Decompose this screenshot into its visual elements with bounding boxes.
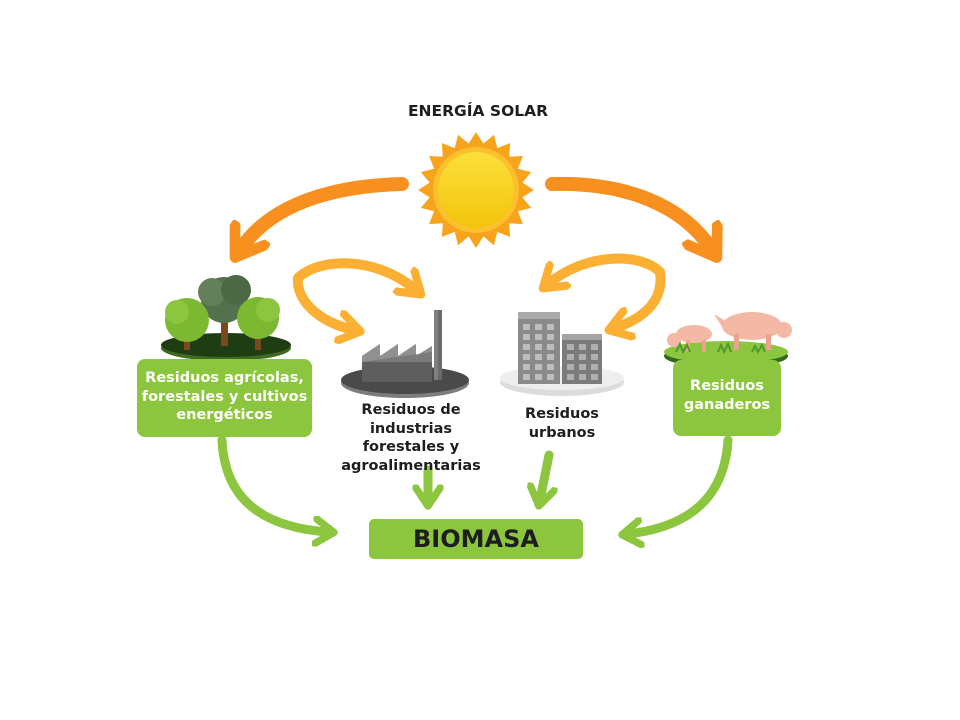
biomasa-box: BIOMASA [369,519,583,559]
sun-arrow-right [545,176,712,250]
sun-arrow-left [240,177,409,250]
split-arrow-right-lower [615,267,666,328]
title-label: ENERGÍA SOLAR [407,102,549,120]
livestock-box: Residuos ganaderos [673,360,781,436]
livestock-label: Residuos ganaderos [683,378,771,413]
buildings-icon [500,312,624,396]
industrial-label: Residuos de industrias forestales y agro… [341,402,481,474]
biomasa-label: BIOMASA [413,525,539,553]
green-arrow-urban [540,450,549,500]
urban-label: Residuos urbanos [525,406,599,441]
factory-icon [341,310,469,398]
split-arrow-left-upper [293,258,416,290]
split-arrow-left-lower [292,273,354,330]
sun-icon [418,132,534,248]
split-arrow-right-upper [548,253,665,284]
agricultural-box: Residuos agrícolas, forestales y cultivo… [137,359,312,437]
green-arrow-livestock [628,435,733,534]
green-arrow-agricultural [217,435,328,532]
trees-icon [161,275,291,361]
agricultural-label: Residuos agrícolas, forestales y cultivo… [141,370,308,424]
